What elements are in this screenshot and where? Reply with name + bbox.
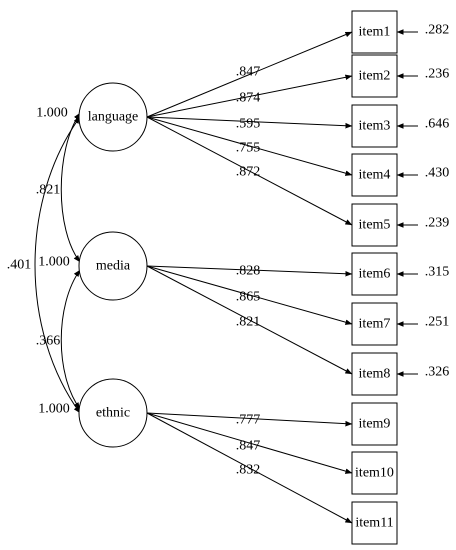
loading-arrow-item11 [146, 412, 353, 524]
item-label: item7 [359, 317, 391, 332]
latent-factor-ethnic: ethnic [78, 378, 148, 448]
item-box [351, 104, 398, 148]
loading-label-item8: .821 [236, 315, 261, 330]
covariance-media-ethnic [60, 269, 81, 410]
item-label: item6 [359, 267, 391, 282]
item-label: item4 [359, 168, 391, 183]
error-label-item2: .236 [425, 67, 450, 82]
observed-item-item8: item8 [351, 352, 398, 396]
loading-label-item2: .874 [236, 91, 261, 106]
correlation-label-language-ethnic: .401 [7, 258, 32, 273]
item-box [351, 402, 398, 446]
loading-label-item6: .828 [236, 264, 261, 279]
latent-circle [78, 231, 148, 301]
variance-label-language: 1.000 [36, 106, 68, 121]
observed-item-item2: item2 [351, 54, 398, 98]
item-box [351, 451, 398, 495]
loading-arrow-item8 [146, 265, 353, 375]
error-label-item1: .282 [425, 23, 450, 38]
observed-item-item6: item6 [351, 252, 398, 296]
latent-circle [78, 378, 148, 448]
latent-factor-language: language [78, 82, 148, 152]
error-label-item3: .646 [425, 117, 450, 132]
observed-item-item3: item3 [351, 104, 398, 148]
loading-arrow-item10 [146, 412, 353, 474]
item-box [351, 203, 398, 247]
observed-item-item10: item10 [351, 451, 398, 495]
item-label: item11 [355, 516, 393, 531]
error-label-item8: .326 [425, 365, 450, 380]
item-box [351, 10, 398, 54]
correlation-label-language-media: .821 [36, 183, 61, 198]
item-box [351, 501, 398, 545]
error-label-item6: .315 [425, 265, 450, 280]
variance-label-ethnic: 1.000 [38, 402, 70, 417]
item-box [351, 302, 398, 346]
item-box [351, 153, 398, 197]
latent-factor-media: media [78, 231, 148, 301]
observed-item-item5: item5 [351, 203, 398, 247]
loading-label-item10: .847 [236, 439, 261, 454]
latent-label: media [96, 259, 131, 274]
covariance-language-ethnic [34, 116, 81, 414]
item-label: item9 [359, 417, 391, 432]
loading-label-item4: .755 [236, 141, 261, 156]
loading-arrow-item9 [146, 412, 353, 427]
error-label-item5: .239 [425, 216, 450, 231]
item-box [351, 352, 398, 396]
item-label: item1 [359, 25, 391, 40]
item-box [351, 54, 398, 98]
loading-arrow-item3 [146, 116, 353, 129]
loading-arrow-item6 [146, 265, 353, 277]
loading-arrow-item2 [146, 74, 353, 118]
observed-item-item4: item4 [351, 153, 398, 197]
observed-item-item7: item7 [351, 302, 398, 346]
item-box [351, 252, 398, 296]
latent-label: ethnic [96, 406, 130, 421]
latent-circle [78, 82, 148, 152]
loading-label-item1: .847 [236, 65, 261, 80]
loading-label-item7: .865 [236, 290, 261, 305]
correlation-label-media-ethnic: .366 [36, 334, 61, 349]
observed-item-item11: item11 [351, 501, 398, 545]
loading-label-item11: .832 [236, 463, 261, 478]
error-label-item7: .251 [425, 315, 450, 330]
error-label-item4: .430 [425, 166, 450, 181]
item-label: item5 [359, 218, 391, 233]
variance-label-media: 1.000 [38, 255, 70, 270]
loading-label-item5: .872 [236, 165, 261, 180]
item-label: item10 [355, 466, 394, 481]
latent-label: language [88, 110, 139, 125]
loading-arrow-item1 [146, 31, 353, 118]
item-label: item3 [359, 119, 391, 134]
loading-label-item9: .777 [236, 413, 261, 428]
loading-arrow-item7 [146, 265, 353, 325]
loading-arrow-item5 [146, 116, 353, 226]
item-label: item8 [359, 367, 391, 382]
loading-arrow-item4 [146, 116, 353, 176]
covariance-language-media [60, 112, 81, 263]
observed-item-item1: item1 [351, 10, 398, 54]
loading-label-item3: .595 [236, 117, 261, 132]
observed-item-item9: item9 [351, 402, 398, 446]
item-label: item2 [359, 69, 391, 84]
